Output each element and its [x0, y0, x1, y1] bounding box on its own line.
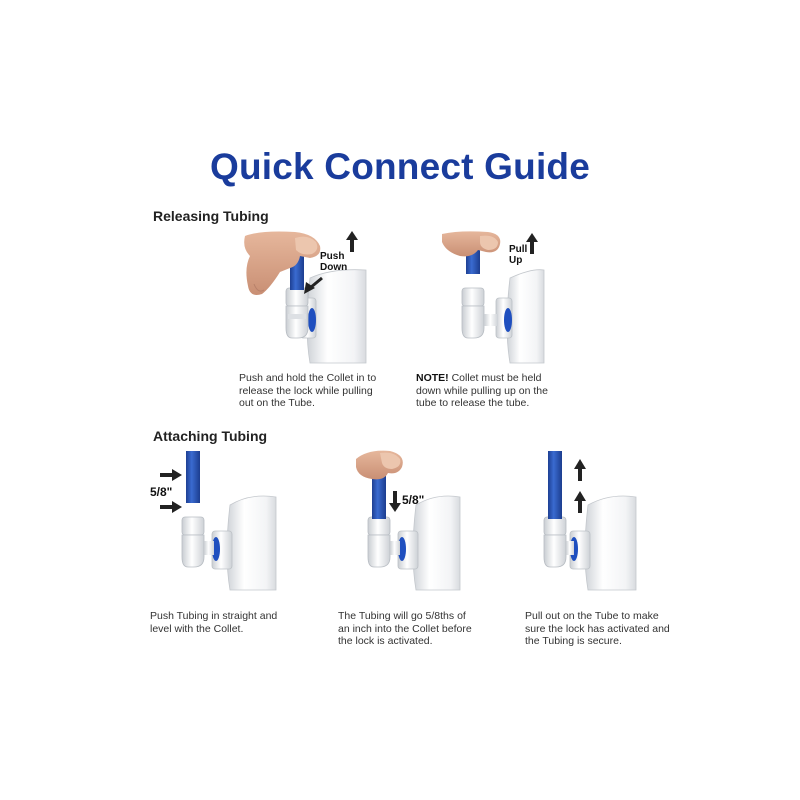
depth-label-1: 5/8"	[150, 485, 173, 499]
fitting-icon	[367, 516, 400, 568]
tube-icon	[186, 451, 200, 503]
section-heading-releasing: Releasing Tubing	[153, 208, 269, 224]
fitting-icon	[461, 287, 498, 339]
housing-icon	[397, 495, 461, 591]
housing-icon	[495, 269, 545, 364]
page-title: Quick Connect Guide	[209, 146, 590, 187]
release-step-2-figure	[442, 231, 545, 364]
attach-step-3-caption: Pull out on the Tube to make sure the lo…	[525, 610, 670, 647]
fitting-icon	[181, 516, 214, 568]
o-ring-icon	[504, 308, 512, 332]
fitting-icon	[285, 287, 309, 339]
attach-step-1-caption: Push Tubing in straight and level with t…	[150, 610, 278, 635]
pull-up-label-line2: Up	[509, 255, 523, 266]
arrow-down-icon	[304, 276, 323, 294]
arrow-up-icon	[574, 491, 586, 513]
housing-icon	[211, 495, 277, 591]
release-step-1-figure	[244, 231, 367, 364]
o-ring-icon	[308, 308, 316, 332]
arrow-up-icon	[346, 231, 358, 252]
arrow-down-icon	[389, 491, 401, 512]
push-down-label: Push Down	[320, 251, 347, 273]
tube-icon	[548, 451, 562, 519]
arrow-right-icon	[160, 501, 182, 513]
arrow-up-icon	[574, 459, 586, 481]
fitting-icon	[543, 516, 574, 568]
push-down-label-line1: Push	[320, 251, 345, 262]
release-step-2-caption-text: Collet must be held down while pulling u…	[416, 372, 548, 409]
attach-step-2-figure	[356, 450, 461, 591]
pull-up-label-line1: Pull	[509, 244, 528, 255]
depth-label-2: 5/8"	[402, 493, 425, 507]
release-step-1-caption: Push and hold the Collet in to release t…	[239, 372, 377, 409]
note-label: NOTE!	[416, 372, 449, 384]
section-heading-attaching: Attaching Tubing	[153, 428, 268, 444]
arrow-up-icon	[526, 233, 538, 254]
push-down-label-line2: Down	[320, 262, 348, 273]
release-step-2-caption: NOTE! Collet must be held down while pul…	[416, 372, 566, 410]
tube-icon	[372, 471, 386, 519]
attach-step-3-figure	[543, 451, 637, 591]
pull-up-label: Pull Up	[509, 244, 527, 266]
hand-icon	[244, 231, 321, 295]
hand-icon	[356, 450, 403, 480]
arrow-right-icon	[160, 469, 182, 481]
attach-step-1-figure	[160, 451, 277, 591]
attach-step-2-caption: The Tubing will go 5/8ths of an inch int…	[338, 610, 472, 647]
hand-icon	[442, 231, 501, 257]
